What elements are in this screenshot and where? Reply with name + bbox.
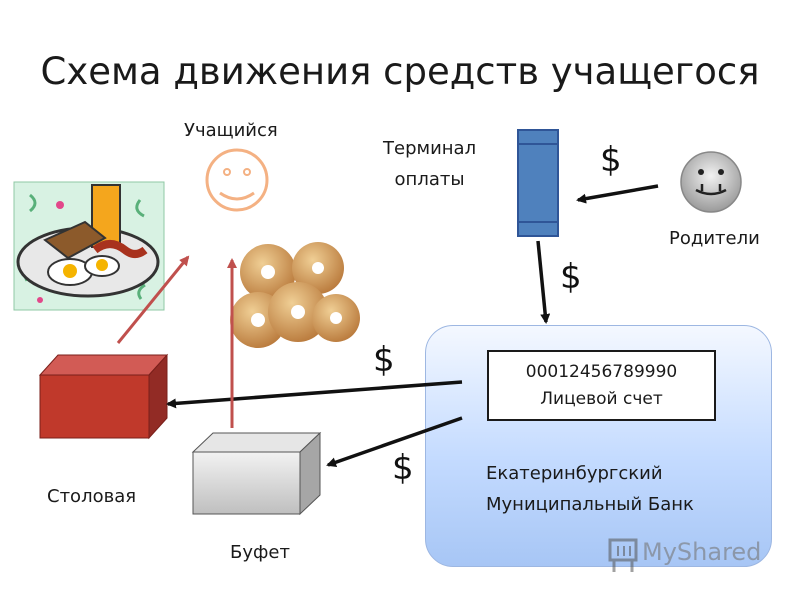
arrow-canteen-to-student xyxy=(116,255,190,344)
watermark-text: MyShared xyxy=(642,538,762,566)
terminal-label-line1: Терминал xyxy=(383,138,477,159)
bank-label-line2: Муниципальный Банк xyxy=(486,494,694,515)
dollar-bank-buffet: $ xyxy=(392,448,414,488)
bagels-image xyxy=(230,238,360,356)
arrow-parents-to-terminal xyxy=(576,184,659,204)
terminal-label: Терминал оплаты xyxy=(383,133,476,195)
dollar-terminal-account: $ xyxy=(560,257,582,297)
student-label: Учащийся xyxy=(184,120,278,141)
diagram-title: Схема движения средств учащегося xyxy=(40,50,760,93)
dollar-bank-canteen: $ xyxy=(373,340,395,380)
account-label: Лицевой счет xyxy=(540,388,663,409)
canteen-label: Столовая xyxy=(47,486,137,507)
terminal-label-line2: оплаты xyxy=(394,169,465,190)
breakfast-icon xyxy=(13,181,165,311)
watermark-logo-icon xyxy=(608,538,638,572)
account-box: 00012456789990 Лицевой счет xyxy=(487,350,716,421)
arrow-terminal-to-account xyxy=(536,240,551,324)
bank-label: Екатеринбургский Муниципальный Банк xyxy=(486,458,694,520)
payment-terminal-icon xyxy=(517,129,559,237)
student-smiley-icon xyxy=(205,148,269,212)
parents-label: Родители xyxy=(669,228,760,249)
arrow-bank-to-buffet xyxy=(326,416,463,468)
parents-face-icon xyxy=(680,151,742,213)
account-number: 00012456789990 xyxy=(525,361,678,382)
canteen-box-icon xyxy=(38,353,169,440)
dollar-parents-terminal: $ xyxy=(600,140,622,180)
bank-label-line1: Екатеринбургский xyxy=(486,463,663,484)
buffet-label: Буфет xyxy=(230,542,290,563)
buffet-box-icon xyxy=(191,431,322,516)
arrow-bank-to-canteen xyxy=(166,380,463,409)
